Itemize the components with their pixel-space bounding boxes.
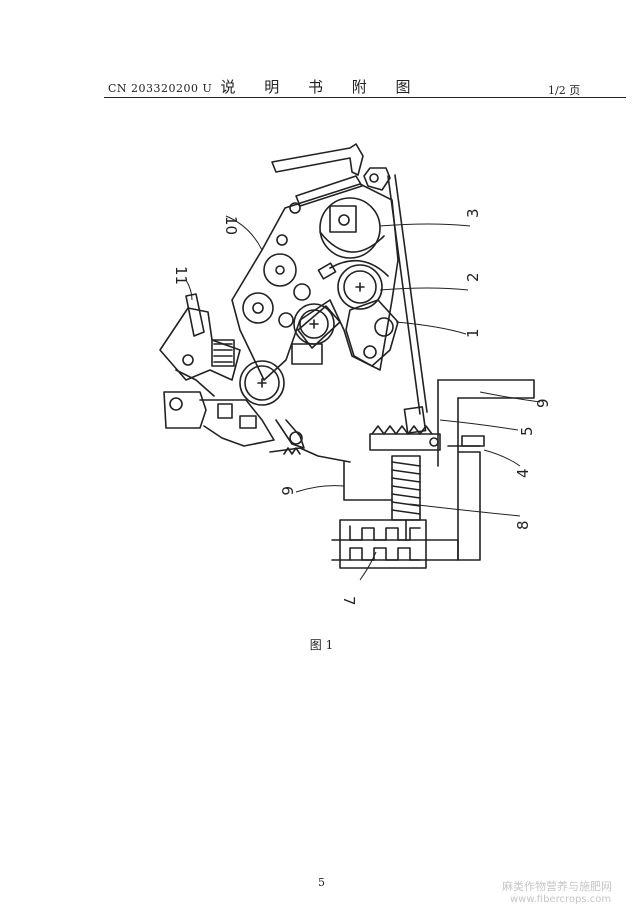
- part-label-2: 2: [464, 272, 482, 282]
- figure-caption: 图 1: [309, 638, 334, 652]
- part-label-11: 11: [172, 266, 190, 285]
- patent-number: CN 203320200 U: [108, 82, 213, 95]
- part-label-8: 8: [514, 520, 532, 530]
- page-number: 5: [318, 876, 325, 889]
- watermark-line-2: www.fibercrops.com: [510, 894, 612, 905]
- watermark-line-1: 麻类作物营养与施肥网: [502, 880, 612, 893]
- page-title: 说 明 书 附 图: [220, 78, 423, 96]
- header-divider: [104, 97, 626, 98]
- page-indicator: 1/2 页: [548, 84, 581, 97]
- part-label-6: 6: [278, 486, 296, 496]
- part-label-4: 4: [514, 468, 532, 478]
- watermark: 麻类作物营养与施肥网 www.fibercrops.com: [502, 880, 642, 906]
- part-label-9: 9: [534, 398, 552, 408]
- part-label-7: 7: [340, 596, 358, 606]
- part-label-5: 5: [518, 426, 536, 436]
- part-label-3: 3: [464, 208, 482, 218]
- part-label-1: 1: [464, 328, 482, 338]
- part-label-10: 10: [222, 216, 240, 235]
